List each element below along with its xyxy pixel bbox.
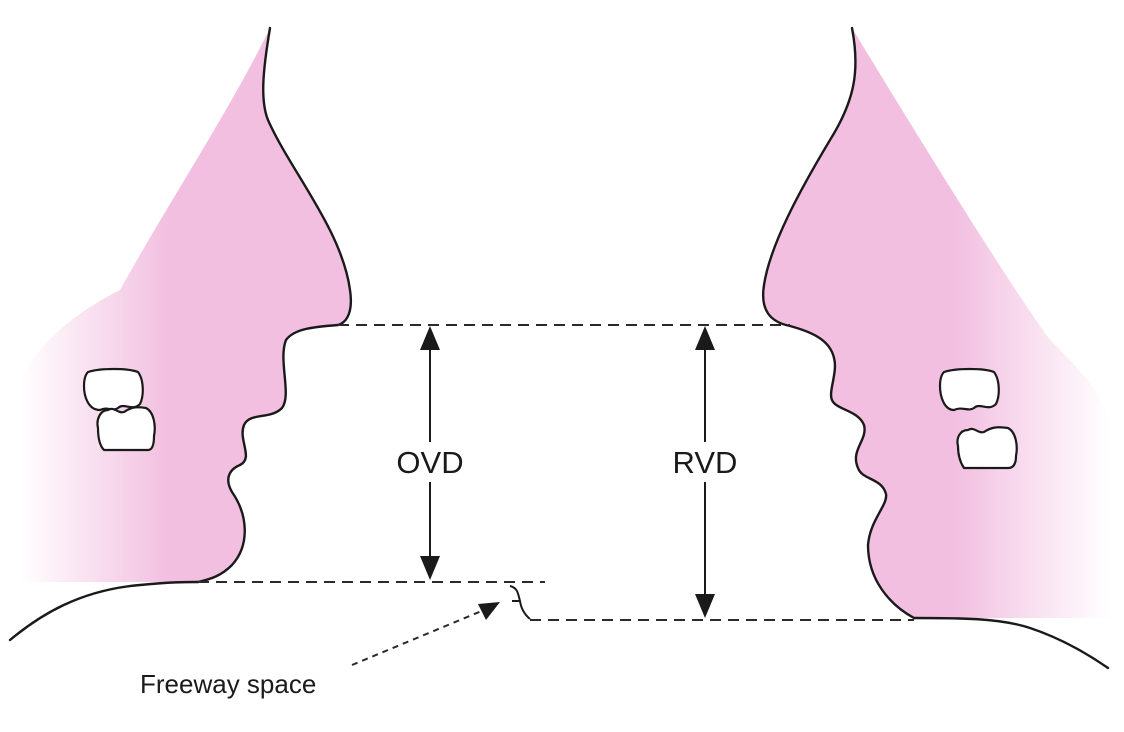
left-face-fill <box>20 28 351 582</box>
right-upper-tooth <box>938 367 1000 412</box>
left-face-outline <box>196 26 352 584</box>
rvd-label: RVD <box>673 445 738 480</box>
right-face-fill <box>763 28 1110 618</box>
freeway-pointer-arrowhead <box>478 602 500 620</box>
left-upper-tooth <box>82 367 144 412</box>
ovd-label: OVD <box>396 445 463 480</box>
right-shoulder-line <box>912 616 1110 670</box>
right-lower-tooth <box>956 426 1018 470</box>
freeway-bracket <box>509 585 531 620</box>
freeway-space-label: Freeway space <box>140 669 316 699</box>
left-shoulder-line <box>8 580 200 642</box>
right-face <box>761 26 1110 620</box>
freeway-pointer-line <box>351 609 485 666</box>
left-lower-tooth <box>96 406 156 452</box>
left-face <box>20 26 352 584</box>
right-face-outline <box>761 26 916 620</box>
